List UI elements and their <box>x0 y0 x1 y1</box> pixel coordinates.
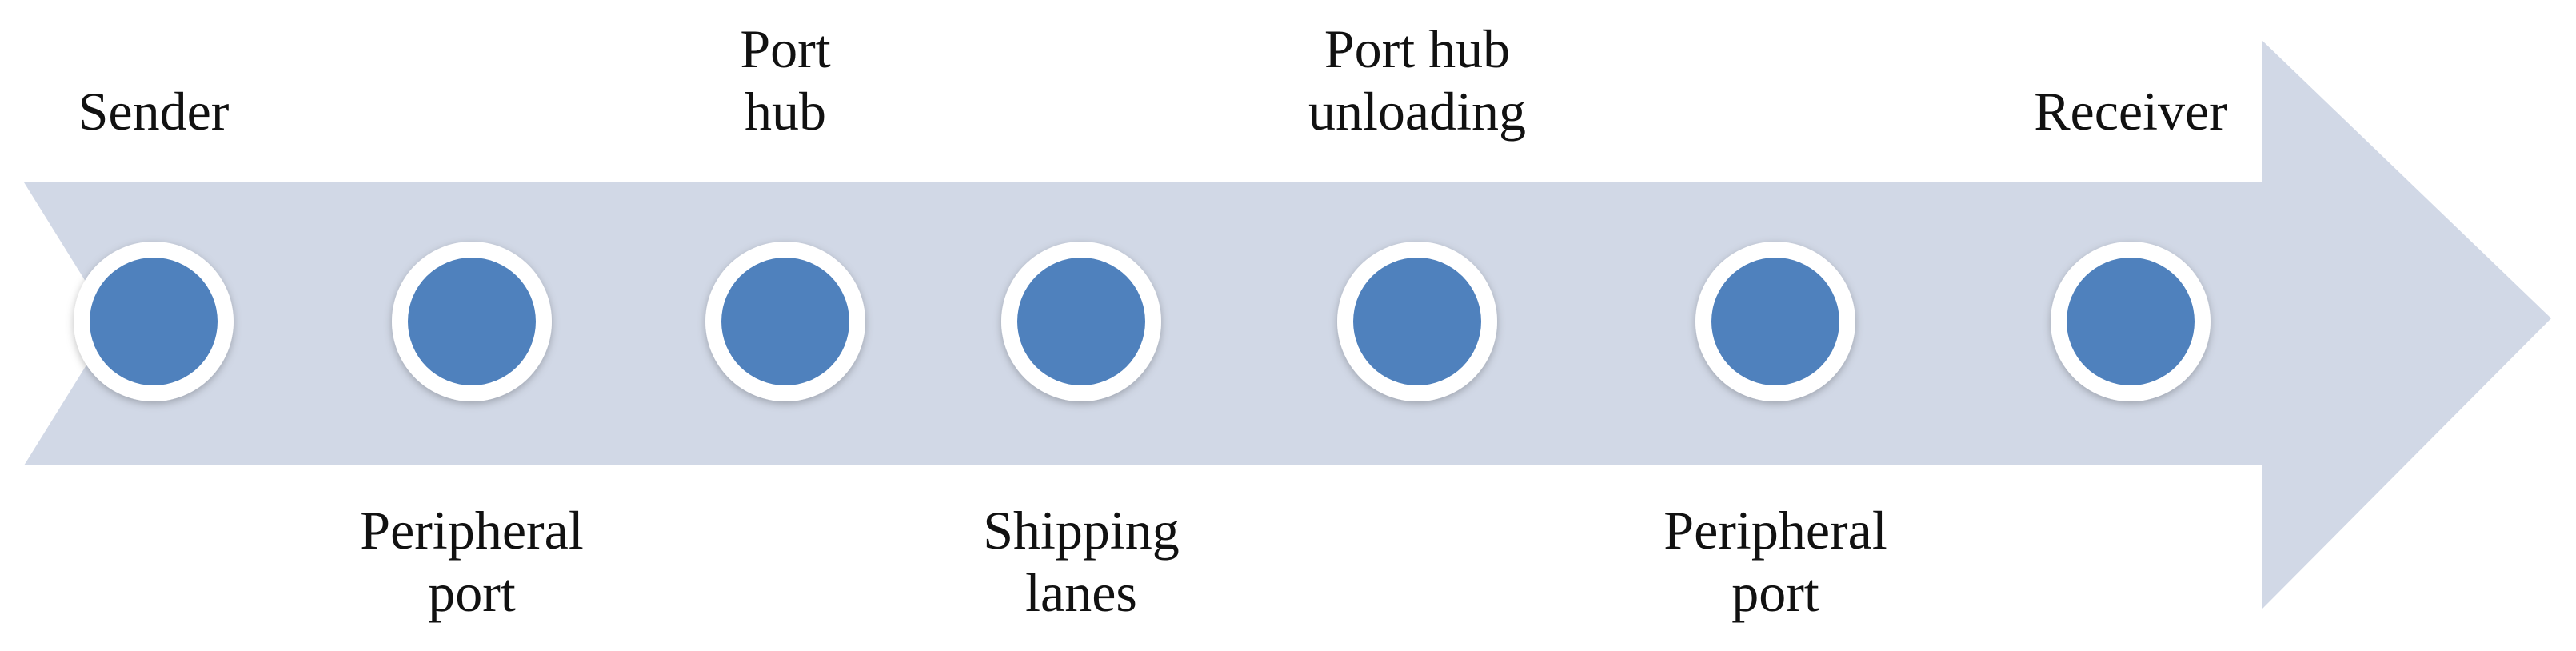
nodes-group <box>74 242 2211 401</box>
node-circle <box>721 258 849 385</box>
flow-arrow <box>24 40 2551 609</box>
node-circle <box>408 258 536 385</box>
node-circle <box>1353 258 1481 385</box>
node-label: Port hub <box>740 18 831 142</box>
node-label: Peripheral port <box>1663 500 1887 623</box>
node-label: Peripheral port <box>360 500 584 623</box>
node-label: Sender <box>78 81 230 142</box>
node-label: Receiver <box>2034 81 2227 142</box>
node-label: Port hub unloading <box>1308 18 1526 142</box>
node-circle <box>2067 258 2195 385</box>
node-circle <box>1711 258 1839 385</box>
node-label: Shipping lanes <box>983 500 1180 623</box>
node-circle <box>1017 258 1145 385</box>
node-circle <box>90 258 218 385</box>
